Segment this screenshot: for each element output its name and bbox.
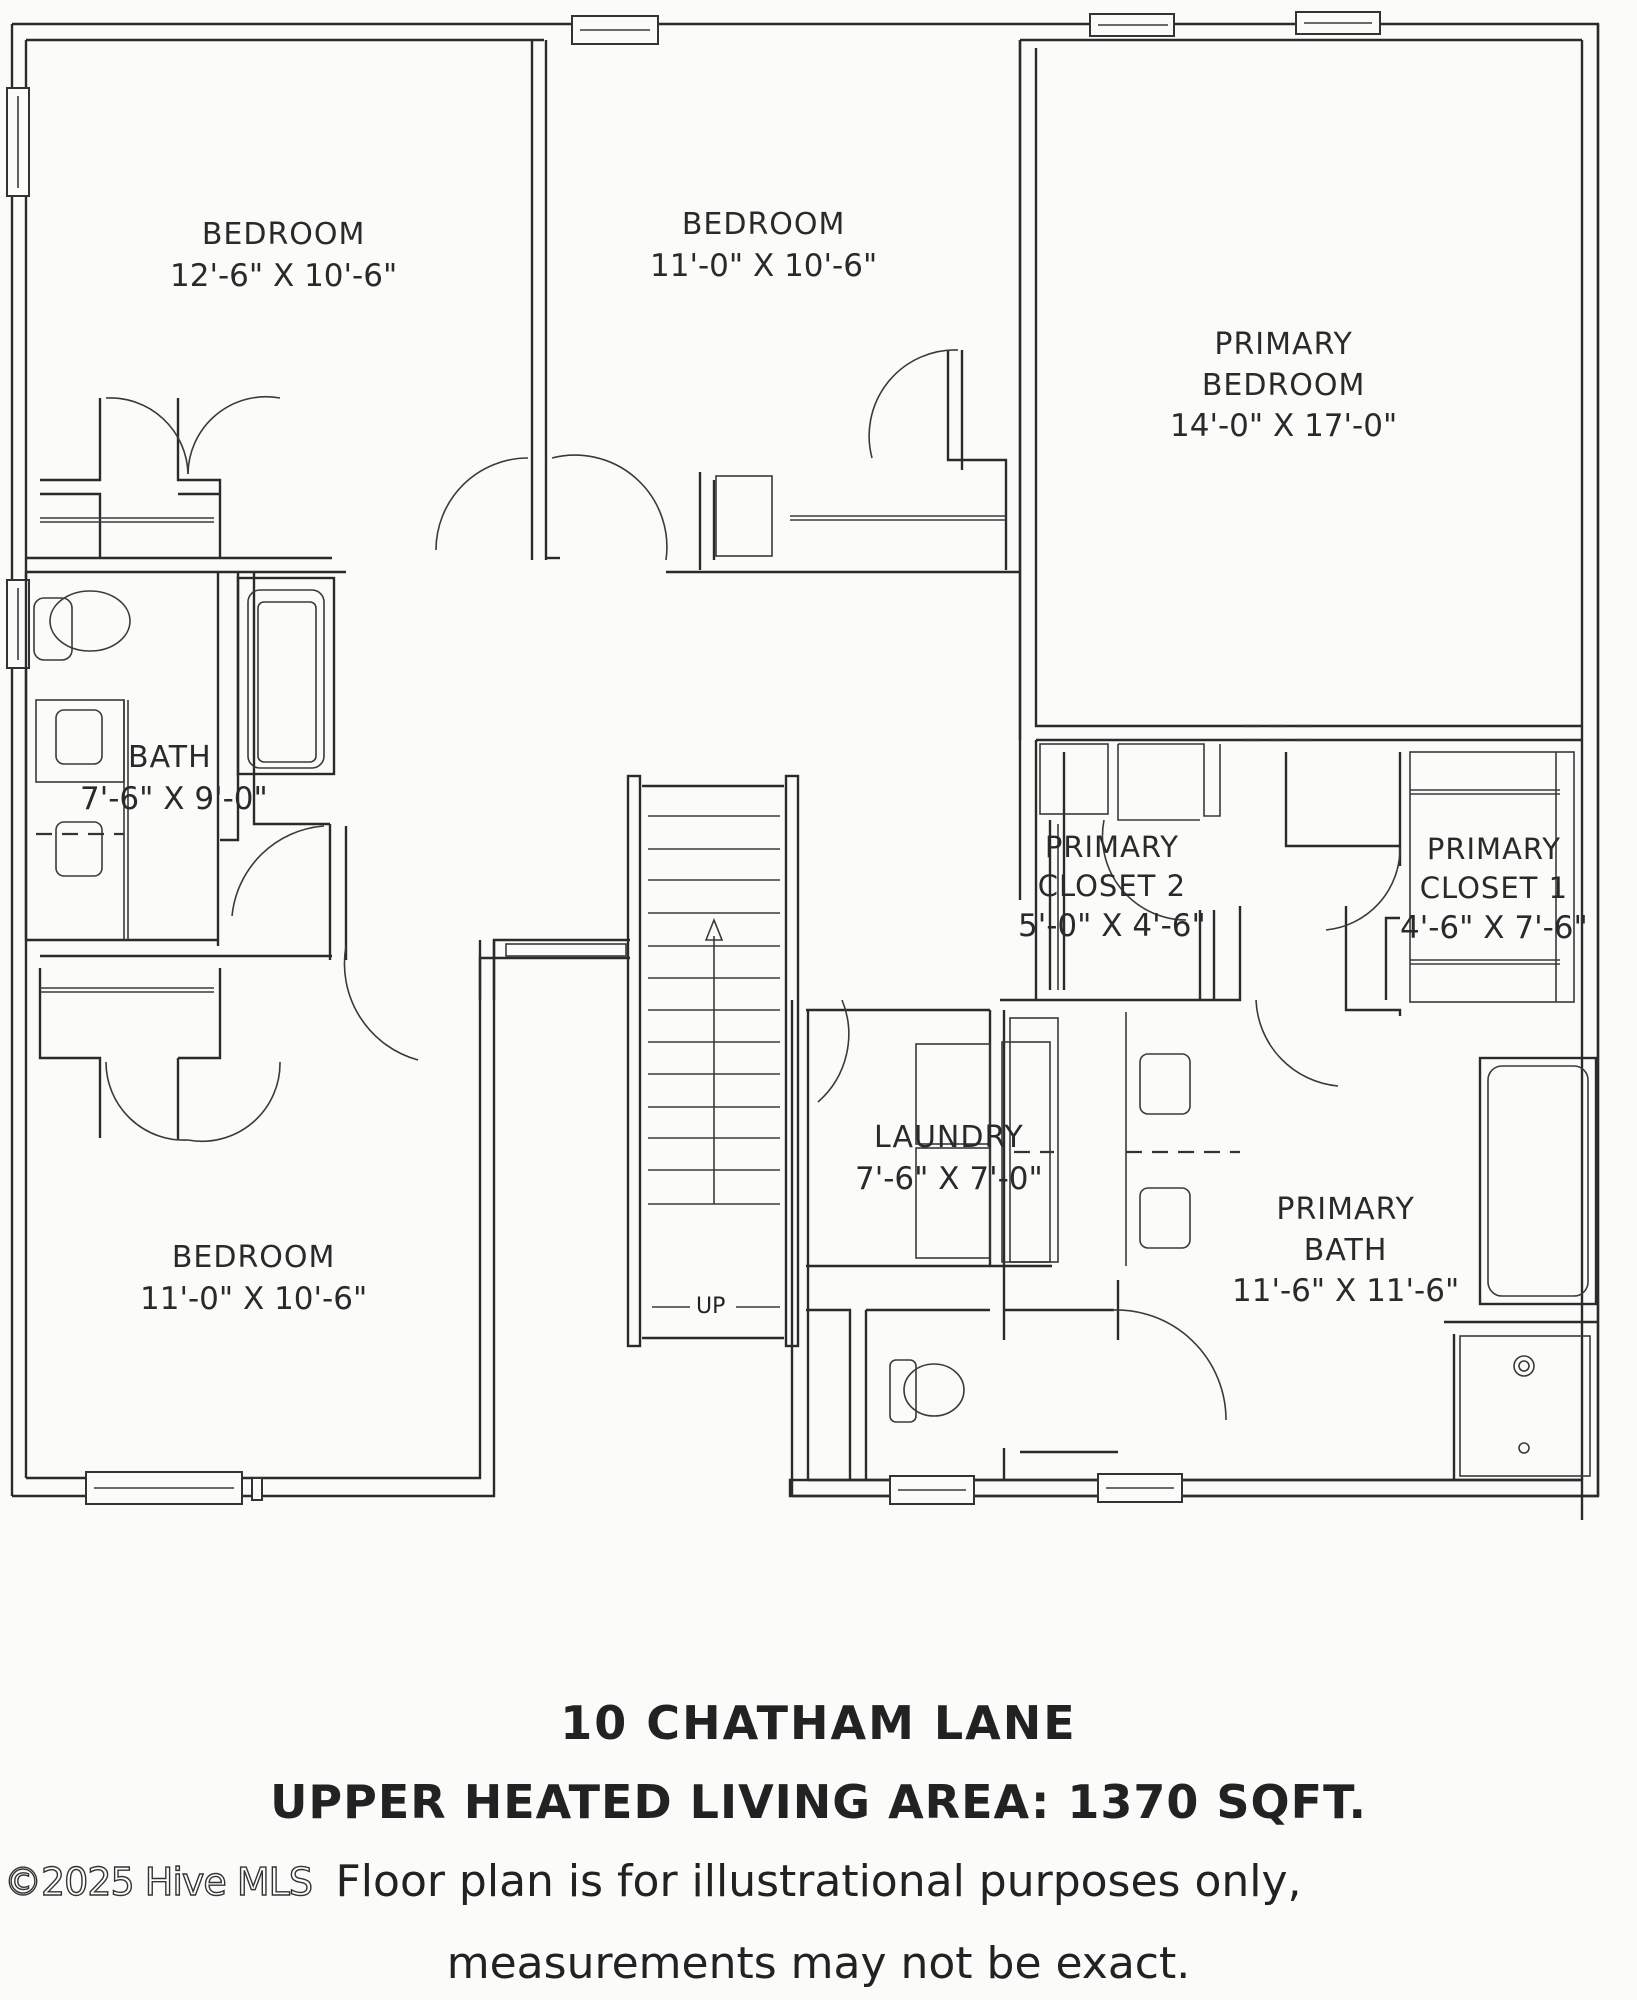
room-dimensions: 11'-0" X 10'-6"	[650, 247, 878, 284]
room-dimensions: 11'-0" X 10'-6"	[140, 1280, 368, 1317]
windows	[6, 11, 1381, 1505]
room-label-primary-bath: PRIMARY BATH 11'-6" X 11'-6"	[1232, 1190, 1459, 1313]
address-title: 10 CHATHAM LANE	[560, 1696, 1077, 1750]
room-label-primary-closet-2: PRIMARY CLOSET 2 5'-0" X 4'-6"	[1018, 828, 1206, 948]
room-label-primary-closet-1: PRIMARY CLOSET 1 4'-6" X 7'-6"	[1400, 830, 1588, 950]
room-name-line1: PRIMARY	[1276, 1192, 1415, 1227]
room-name-line1: PRIMARY	[1426, 832, 1561, 866]
room-dimensions: 5'-0" X 4'-6"	[1018, 908, 1206, 945]
room-dimensions: 4'-6" X 7'-6"	[1400, 910, 1588, 947]
room-dimensions: 11'-6" X 11'-6"	[1232, 1273, 1460, 1309]
room-dimensions: 7'-6" X 7'-0"	[855, 1160, 1043, 1197]
room-label-bedroom-n: BEDROOM 11'-0" X 10'-6"	[650, 205, 877, 287]
room-name-line2: CLOSET 1	[1419, 871, 1569, 906]
room-dimensions: 7'-6" X 9'-0"	[80, 780, 268, 817]
living-area: UPPER HEATED LIVING AREA: 1370 SQFT.	[270, 1775, 1367, 1829]
room-dimensions: 14'-0" X 17'-0"	[1170, 408, 1398, 444]
copyright-watermark: ©2025 Hive MLS	[3, 1859, 313, 1904]
room-label-bedroom-sw: BEDROOM 11'-0" X 10'-6"	[140, 1238, 367, 1320]
room-dimensions: 12'-6" X 10'-6"	[170, 257, 398, 294]
staircase	[505, 774, 800, 1348]
room-name: BEDROOM	[171, 1240, 336, 1275]
room-name-line1: PRIMARY	[1044, 830, 1179, 864]
room-label-laundry: LAUNDRY 7'-6" X 7'-0"	[855, 1118, 1043, 1200]
floor-plan	[6, 11, 1600, 1520]
room-name-line2: BATH	[1303, 1232, 1388, 1268]
room-name: BEDROOM	[681, 207, 846, 242]
bath-fixtures	[33, 576, 1240, 1423]
room-name-line2: CLOSET 2	[1037, 869, 1187, 904]
room-name: BATH	[128, 740, 212, 775]
disclaimer-line-2: measurements may not be exact.	[446, 1938, 1191, 1989]
room-name-line1: PRIMARY	[1214, 327, 1353, 362]
room-label-bedroom-nw: BEDROOM 12'-6" X 10'-6"	[170, 215, 397, 297]
room-label-primary-bedroom: PRIMARY BEDROOM 14'-0" X 17'-0"	[1170, 325, 1397, 448]
stair-up-label: UP	[696, 1294, 726, 1319]
room-label-bath: BATH 7'-6" X 9'-0"	[70, 738, 268, 820]
room-name-line2: BEDROOM	[1201, 367, 1366, 403]
interior-walls	[24, 40, 1598, 1480]
room-name: BEDROOM	[201, 217, 366, 252]
room-name: LAUNDRY	[874, 1120, 1024, 1155]
doors	[105, 349, 1401, 1421]
disclaimer-line-1: Floor plan is for illustrational purpose…	[335, 1856, 1302, 1907]
